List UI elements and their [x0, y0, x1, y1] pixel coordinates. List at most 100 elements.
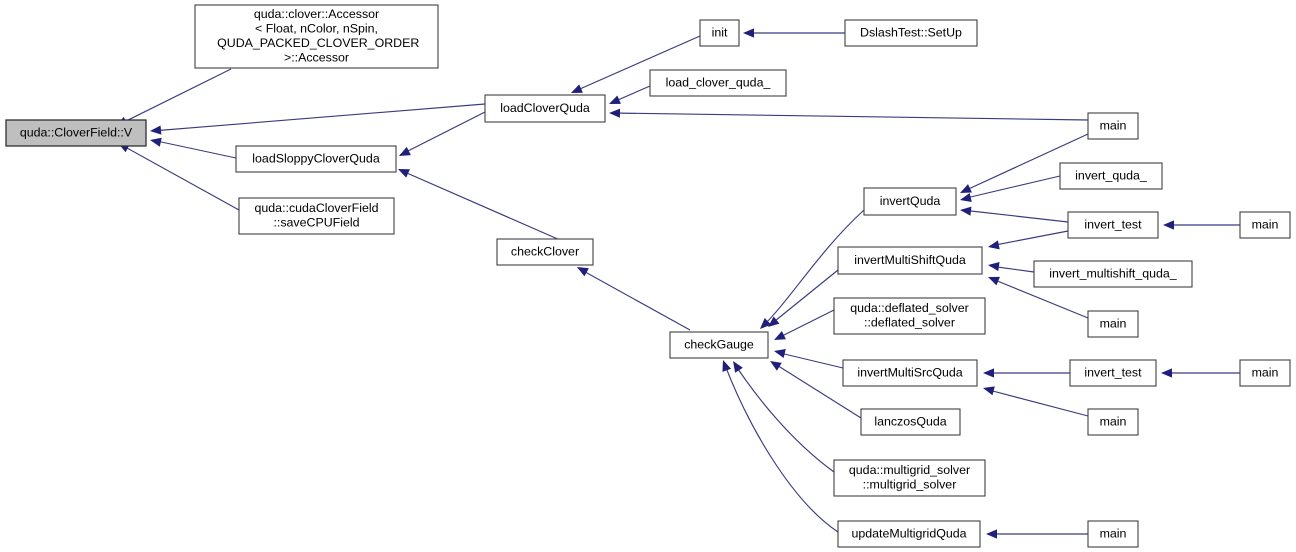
node-cloverfield-v[interactable]: quda::CloverField::V	[5, 119, 147, 147]
arrow-head-icon	[770, 361, 782, 371]
arrow-head-icon	[609, 95, 621, 104]
node-label: invert_test	[1084, 217, 1142, 231]
node-box[interactable]	[863, 187, 957, 216]
node-box[interactable]	[1059, 162, 1163, 190]
edge-line	[961, 175, 1061, 200]
node-box[interactable]	[649, 69, 787, 97]
node-box[interactable]	[837, 246, 983, 275]
node-box[interactable]	[1087, 310, 1139, 338]
node-load-sloppy-clover-quda[interactable]: loadSloppyCloverQuda	[235, 145, 397, 173]
arrow-head-icon	[774, 331, 786, 340]
arrow-head-icon	[960, 206, 972, 216]
node-label: >::Accessor	[284, 50, 349, 64]
edge-main-3-to-invert-multi-shift-quda	[988, 276, 1089, 319]
node-box[interactable]	[1087, 520, 1139, 548]
node-multigrid-solver[interactable]: quda::multigrid_solver::multigrid_solver	[833, 459, 986, 497]
edge-check-gauge-to-check-clover	[577, 267, 691, 331]
node-box[interactable]	[860, 408, 961, 436]
node-box[interactable]	[1087, 408, 1139, 436]
node-dslash-test-setup[interactable]: DslashTest::SetUp	[844, 19, 978, 47]
node-update-multigrid-quda[interactable]: updateMultigridQuda	[837, 520, 981, 548]
node-check-gauge[interactable]: checkGauge	[669, 331, 769, 359]
node-check-clover[interactable]: checkClover	[496, 238, 594, 266]
node-invert-test-1[interactable]: invert_test	[1067, 211, 1159, 239]
edge-line	[117, 142, 240, 211]
node-main-4[interactable]: main	[1239, 359, 1291, 387]
arrow-head-icon	[983, 386, 995, 396]
edge-line	[399, 169, 561, 241]
node-main-5[interactable]: main	[1087, 408, 1139, 436]
node-box[interactable]	[833, 459, 986, 497]
node-box[interactable]	[235, 145, 397, 173]
edge-multigrid-solver-to-check-gauge	[733, 361, 835, 473]
edge-main-2-to-invert-test-1	[1163, 220, 1240, 230]
arrow-head-icon	[743, 28, 754, 38]
arrow-head-icon	[609, 108, 621, 118]
edge-main-5-to-invert-multi-src-quda	[983, 386, 1089, 417]
edge-invert-test-1-to-invert-multi-shift-quda	[988, 230, 1069, 250]
node-box[interactable]	[1069, 359, 1157, 387]
node-label: main	[1100, 414, 1127, 428]
node-box[interactable]	[194, 4, 439, 69]
node-box[interactable]	[238, 197, 395, 235]
node-box[interactable]	[484, 94, 606, 123]
node-box[interactable]	[699, 19, 740, 47]
node-invert-quda[interactable]: invertQuda	[863, 187, 957, 216]
edge-line	[733, 362, 835, 473]
node-load-clover-quda-fortran[interactable]: load_clover_quda_	[649, 69, 787, 97]
node-label: main	[1252, 217, 1279, 231]
arrow-head-icon	[760, 318, 772, 329]
edge-update-multigrid-quda-to-check-gauge	[722, 360, 839, 533]
arrow-head-icon	[768, 316, 780, 327]
node-deflated-solver[interactable]: quda::deflated_solver::deflated_solver	[833, 297, 986, 335]
edge-lanczos-quda-to-check-gauge	[770, 361, 862, 419]
edge-invert-multishift-quda-fortran-to-invert-multi-shift-quda	[988, 261, 1035, 273]
node-label: quda::multigrid_solver	[849, 463, 970, 477]
node-box[interactable]	[842, 359, 978, 387]
node-box[interactable]	[837, 520, 981, 548]
node-main-6[interactable]: main	[1087, 520, 1139, 548]
edge-save-cpu-field-to-cloverfield-v	[117, 142, 240, 211]
node-lanczos-quda[interactable]: lanczosQuda	[860, 408, 961, 436]
node-main-1[interactable]: main	[1087, 112, 1139, 140]
node-invert-multi-src-quda[interactable]: invertMultiSrcQuda	[842, 359, 978, 387]
node-invert-test-2[interactable]: invert_test	[1069, 359, 1157, 387]
edge-line	[577, 267, 691, 331]
node-invert-multi-shift-quda[interactable]: invertMultiShiftQuda	[837, 246, 983, 275]
node-box[interactable]	[844, 19, 978, 47]
arrow-head-icon	[960, 184, 972, 193]
edge-load-sloppy-clover-quda-to-cloverfield-v	[150, 137, 237, 159]
node-main-2[interactable]: main	[1239, 211, 1291, 239]
edge-line	[775, 351, 844, 369]
arrow-head-icon	[577, 267, 589, 277]
edge-invert-multi-src-quda-to-check-gauge	[774, 348, 844, 369]
edge-line	[151, 103, 486, 132]
node-invert-quda-fortran[interactable]: invert_quda_	[1059, 162, 1163, 190]
node-label: main	[1100, 118, 1127, 132]
edge-init-to-load-clover-quda	[571, 35, 701, 93]
node-label: invertMultiSrcQuda	[857, 365, 962, 379]
node-label: loadCloverQuda	[500, 101, 590, 115]
node-box[interactable]	[1067, 211, 1159, 239]
edge-line	[775, 309, 835, 340]
node-label: invert_test	[1084, 365, 1142, 379]
node-box[interactable]	[496, 238, 594, 266]
node-box[interactable]	[1087, 112, 1139, 140]
node-main-3[interactable]: main	[1087, 310, 1139, 338]
node-box[interactable]	[833, 297, 986, 335]
node-box[interactable]	[1239, 211, 1291, 239]
node-load-clover-quda[interactable]: loadCloverQuda	[484, 94, 606, 123]
edges-layer	[115, 28, 1240, 539]
edge-invert-quda-fortran-to-invert-quda	[960, 175, 1061, 203]
node-clover-accessor[interactable]: quda::clover::Accessor< Float, nColor, n…	[194, 4, 439, 69]
node-box[interactable]	[5, 119, 147, 147]
node-box[interactable]	[1239, 359, 1291, 387]
node-init[interactable]: init	[699, 19, 740, 47]
edge-line	[399, 111, 486, 156]
node-save-cpu-field[interactable]: quda::cudaCloverField::saveCPUField	[238, 197, 395, 235]
edge-line	[961, 209, 1069, 223]
node-box[interactable]	[1033, 260, 1193, 288]
node-invert-multishift-quda-fortran[interactable]: invert_multishift_quda_	[1033, 260, 1193, 288]
edge-line	[115, 68, 232, 127]
node-box[interactable]	[669, 331, 769, 359]
